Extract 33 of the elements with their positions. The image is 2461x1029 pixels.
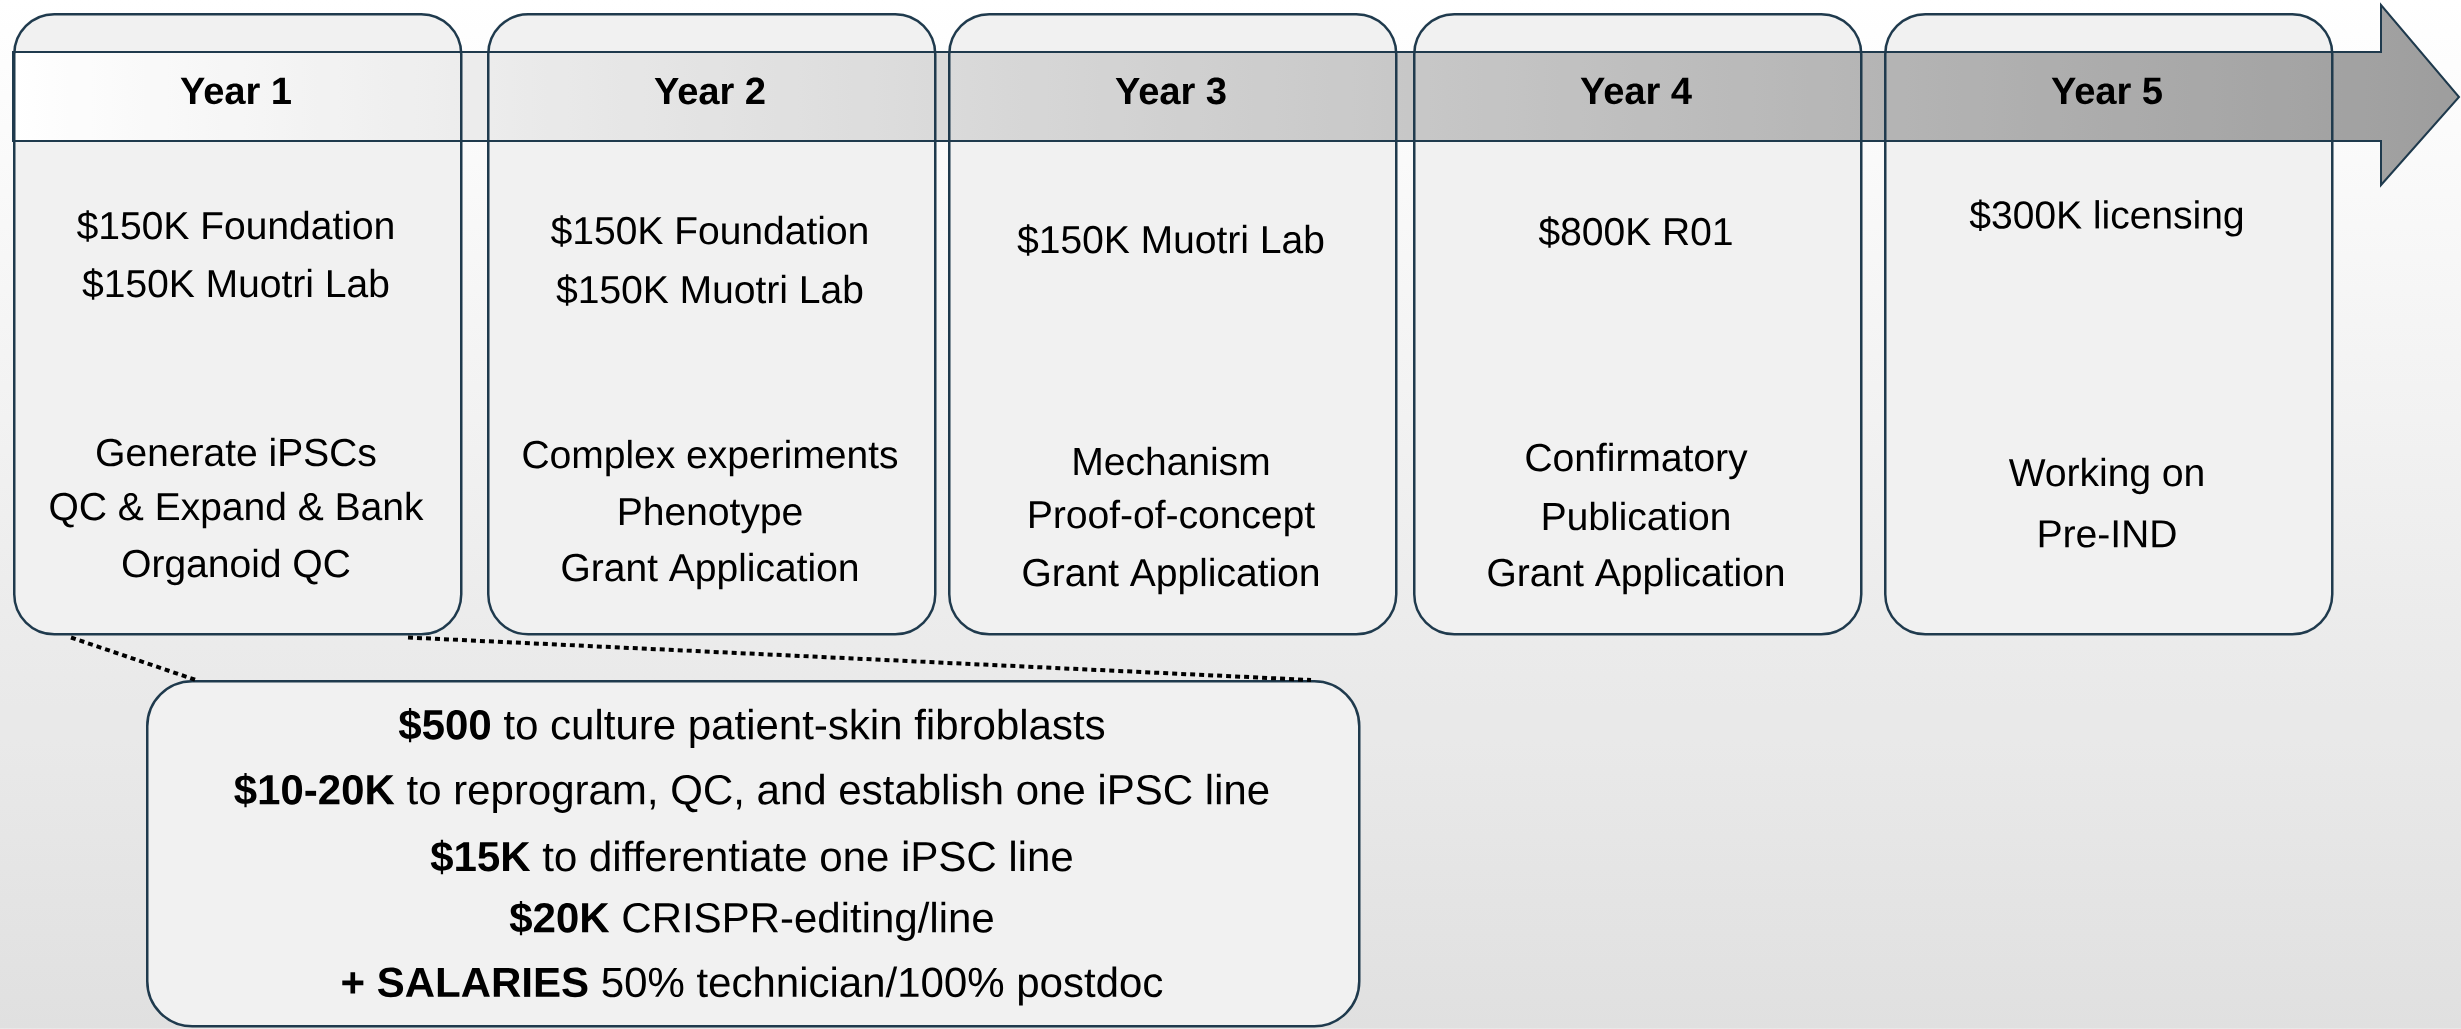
cost-text: $500 to culture patient-skin fibroblasts [398, 708, 1105, 748]
card-text: $150K Foundation [77, 210, 393, 242]
card-text: Grant Application [1023, 557, 1318, 595]
card-text: Complex experiments [523, 439, 898, 477]
card-text: Confirmatory [1526, 442, 1748, 480]
card-text: Publication [1543, 501, 1729, 531]
card-text: Generate iPSCs [97, 437, 376, 467]
cost-text: $15K to differentiate one iPSC line [430, 839, 1072, 875]
cost-text: + SALARIES 50% technician/100% postdoc [342, 966, 1163, 1006]
card-text: $150K Muotri Lab [82, 268, 389, 300]
card-text: Pre-IND [2039, 520, 2176, 548]
card-text: QC & Expand & Bank [50, 491, 424, 529]
card-text: $150K Muotri Lab [1017, 224, 1324, 256]
card-text: Working on [2008, 457, 2203, 495]
card-text: Grant Application [1488, 557, 1783, 595]
leader-line [70, 635, 197, 682]
card-text: Proof-of-concept [1030, 499, 1315, 537]
card-text: $150K Muotri Lab [556, 274, 863, 306]
year-label: Year 5 [2051, 77, 2162, 105]
card-text: $800K R01 [1538, 216, 1732, 248]
year-label: Year 3 [1115, 77, 1226, 105]
card-text: Phenotype [619, 496, 802, 534]
year-label: Year 1 [180, 77, 291, 105]
card-text: Mechanism [1074, 446, 1269, 476]
cost-text: $10-20K to reprogram, QC, and establish one iPSC line [234, 773, 1269, 813]
year-label: Year 4 [1580, 77, 1692, 105]
card-text: Grant Application [562, 552, 857, 590]
leader-line [407, 635, 1312, 682]
card-text: Organoid QC [122, 548, 350, 586]
card-text: $150K Foundation [551, 215, 867, 247]
cost-text: $20K CRISPR-editing/line [509, 901, 993, 941]
year-label: Year 2 [654, 77, 765, 105]
card-text: $300K licensing [1969, 199, 2243, 237]
